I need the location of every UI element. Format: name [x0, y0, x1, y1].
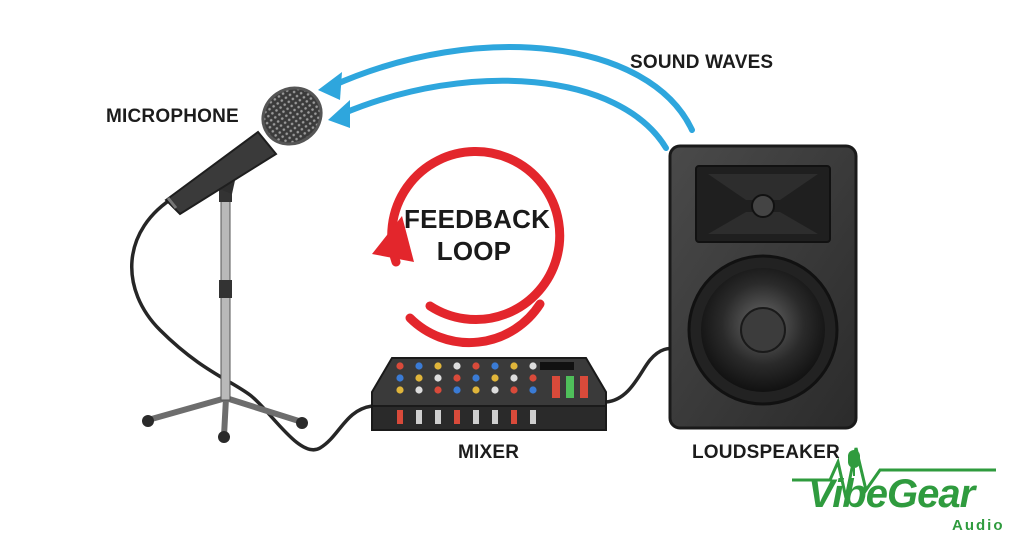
- mixer-knob: [396, 362, 404, 370]
- mixer-knob: [453, 374, 461, 382]
- feedback-loop-line1: FEEDBACK: [404, 204, 551, 234]
- mixer-knob: [472, 386, 480, 394]
- mixer-knob: [491, 362, 499, 370]
- mixer-knob: [415, 386, 423, 394]
- mixer-knob: [529, 374, 537, 382]
- loudspeaker-icon: [668, 144, 858, 430]
- mixer-knob: [434, 362, 442, 370]
- mixer-knob: [415, 374, 423, 382]
- loudspeaker-label: LOUDSPEAKER: [692, 442, 840, 463]
- mixer-knob: [472, 374, 480, 382]
- mixer-knob: [491, 386, 499, 394]
- mixer-knob: [529, 386, 537, 394]
- mixer-knob: [529, 362, 537, 370]
- feedback-loop-line2: LOOP: [436, 236, 512, 266]
- mixer-knob: [510, 386, 518, 394]
- mixer-knob: [472, 362, 480, 370]
- mixer-knob: [396, 386, 404, 394]
- feedback-loop-label: FEEDBACK LOOP: [404, 203, 551, 267]
- mixer-fader: [511, 410, 517, 424]
- mixer-fader: [473, 410, 479, 424]
- mixer-fader: [454, 410, 460, 424]
- mixer-knob: [453, 362, 461, 370]
- mixer-fader: [416, 410, 422, 424]
- mixer-knob: [510, 362, 518, 370]
- vibegear-logo-mark: [792, 447, 996, 499]
- mixer-knob: [434, 374, 442, 382]
- mixer-fader: [435, 410, 441, 424]
- mixer-master-control: [566, 376, 574, 398]
- mixer-fader: [530, 410, 536, 424]
- logo-sub: Audio: [952, 517, 1005, 534]
- mixer-knob: [510, 374, 518, 382]
- microphone-icon: [142, 86, 323, 443]
- mixer-master-control: [552, 376, 560, 398]
- mixer-fader: [492, 410, 498, 424]
- mixer-master-control: [580, 376, 588, 398]
- microphone-label: MICROPHONE: [106, 106, 239, 127]
- feedback-loop-arrow: [372, 147, 565, 348]
- mixer-knob: [434, 386, 442, 394]
- mixer-knob: [491, 374, 499, 382]
- mixer-knob: [396, 374, 404, 382]
- sound-waves-label: SOUND WAVES: [630, 52, 774, 73]
- logo-name: VibeGear: [808, 472, 975, 516]
- mixer-knob: [415, 362, 423, 370]
- sound-wave-arrows: [318, 44, 695, 151]
- mixer-icon: [371, 357, 607, 431]
- mixer-fader: [397, 410, 403, 424]
- mixer-label: MIXER: [458, 442, 520, 463]
- mixer-knob: [453, 386, 461, 394]
